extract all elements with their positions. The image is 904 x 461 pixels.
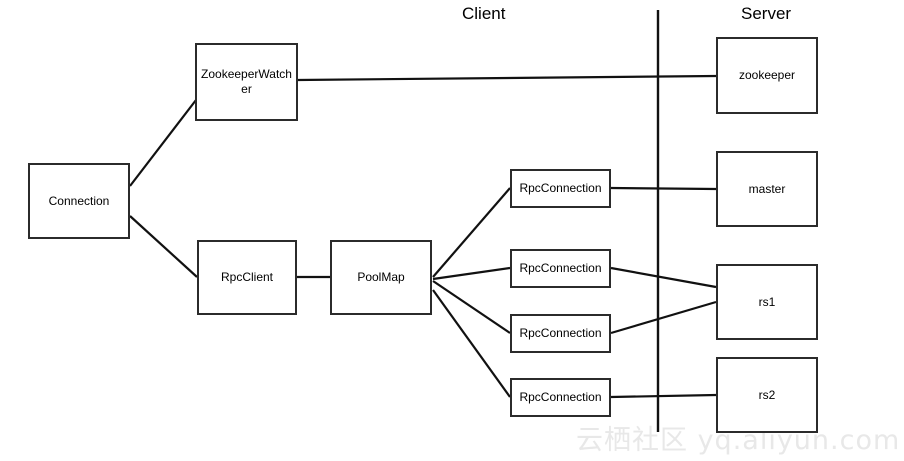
node-connection[interactable]: Connection — [28, 163, 130, 239]
node-label-connection: Connection — [48, 193, 110, 208]
zone-label-server: Server — [741, 4, 792, 23]
node-label-rpcclient: RpcClient — [220, 270, 274, 284]
node-label-poolmap: PoolMap — [357, 270, 405, 284]
node-rs2[interactable]: rs2 — [716, 357, 818, 433]
edge-rpcconnection1-master — [610, 186, 717, 191]
node-rpcconnection1[interactable]: RpcConnection — [510, 169, 611, 208]
edge-zookeeperwatcher-zookeeper — [297, 74, 717, 82]
node-master[interactable]: master — [716, 151, 818, 227]
node-label-rpcconnection1: RpcConnection — [519, 181, 602, 195]
node-zookeeper[interactable]: zookeeper — [716, 37, 818, 114]
node-label-zookeeper: zookeeper — [738, 68, 796, 82]
edge-rpcconnection4-rs2 — [610, 393, 717, 399]
edge-poolmap-rpcconnection3 — [432, 280, 511, 334]
node-label-rs1: rs1 — [758, 294, 776, 309]
node-label-rs2: rs2 — [758, 387, 776, 402]
node-poolmap[interactable]: PoolMap — [330, 240, 432, 315]
node-label-rpcconnection2: RpcConnection — [519, 261, 602, 275]
node-label-rpcconnection3: RpcConnection — [519, 326, 602, 340]
node-label-zookeeperwatcher: ZookeeperWatcher — [201, 67, 292, 96]
edge-poolmap-rpcconnection4 — [432, 289, 511, 398]
node-rpcconnection4[interactable]: RpcConnection — [510, 378, 611, 417]
edge-poolmap-rpcconnection1 — [432, 187, 511, 278]
edge-rpcconnection2-rs1 — [610, 266, 717, 289]
edge-connection-rpcclient — [129, 215, 198, 278]
node-label-master: master — [748, 181, 786, 196]
edge-connection-zookeeperwatcher — [129, 99, 197, 187]
node-rs1[interactable]: rs1 — [716, 264, 818, 340]
node-rpcconnection2[interactable]: RpcConnection — [510, 249, 611, 288]
node-rpcconnection3[interactable]: RpcConnection — [510, 314, 611, 353]
node-label-rpcconnection4: RpcConnection — [519, 390, 602, 404]
node-rpcclient[interactable]: RpcClient — [197, 240, 297, 315]
edge-poolmap-rpcconnection2 — [432, 266, 511, 281]
edge-rpcconnection3-rs1 — [610, 300, 717, 335]
node-zookeeperwatcher[interactable]: ZookeeperWatcher — [195, 43, 298, 121]
zone-label-client: Client — [462, 4, 506, 23]
